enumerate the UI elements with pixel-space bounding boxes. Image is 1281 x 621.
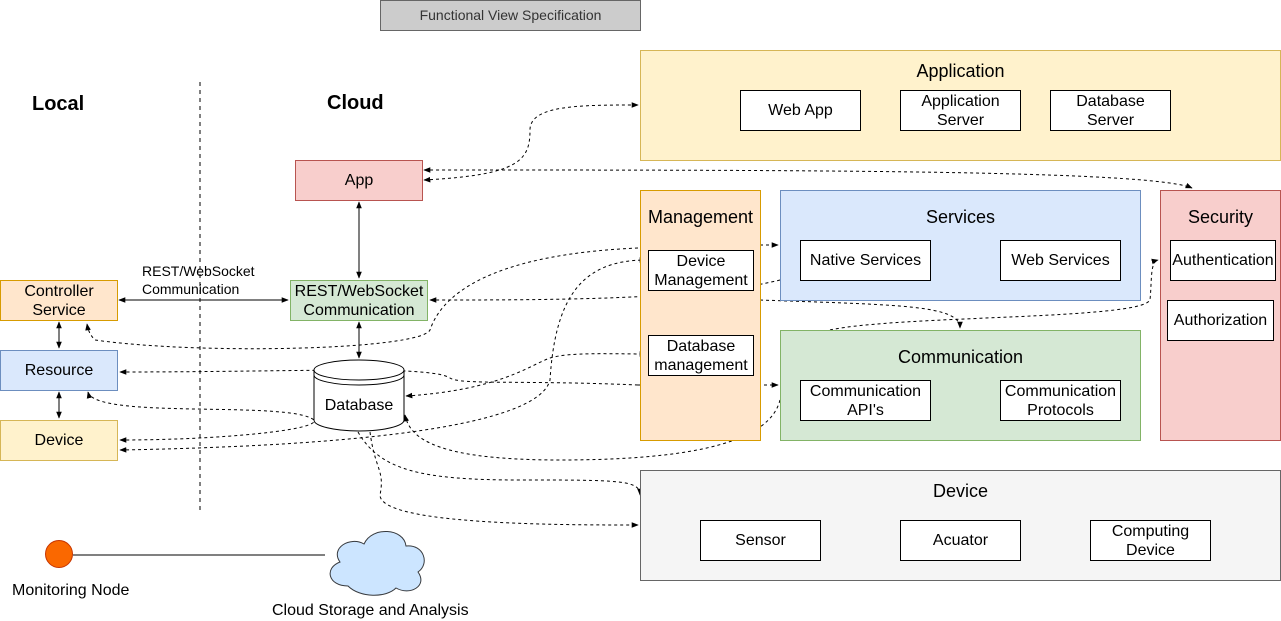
cloud-storage-label: Cloud Storage and Analysis <box>272 602 469 619</box>
native-services-box[interactable]: Native Services <box>800 240 931 281</box>
communication-apis-label: Communication API's <box>809 382 922 419</box>
application-title: Application <box>916 61 1005 81</box>
sensor-label: Sensor <box>735 532 786 549</box>
resource-label: Resource <box>24 362 94 379</box>
rest-ws-label: REST/WebSocket Communication <box>294 282 424 319</box>
acuator-box[interactable]: Acuator <box>900 520 1021 561</box>
application-server-box[interactable]: Application Server <box>900 90 1021 131</box>
authorization-box[interactable]: Authorization <box>1167 300 1274 341</box>
database-management-label: Database management <box>654 337 748 374</box>
communication-protocols-label: Communication Protocols <box>1004 382 1117 419</box>
spec-title-text: Functional View Specification <box>419 7 602 23</box>
acuator-label: Acuator <box>932 532 989 549</box>
authentication-label: Authentication <box>1172 252 1274 269</box>
communication-protocols-box[interactable]: Communication Protocols <box>1000 380 1121 421</box>
management-title: Management <box>647 207 754 227</box>
web-services-label: Web Services <box>1011 252 1110 269</box>
device-panel-title: Device <box>932 481 989 501</box>
device-management-label: Device Management <box>654 252 748 289</box>
computing-device-label: Computing Device <box>1111 522 1190 559</box>
device-management-box[interactable]: Device Management <box>648 250 754 291</box>
spec-title: Functional View Specification <box>380 0 641 31</box>
resource-device-dashed-link <box>86 391 315 443</box>
database-server-label: Database Server <box>1076 92 1145 129</box>
controller-service-node[interactable]: Controller Service <box>0 280 118 321</box>
monitoring-node-label: Monitoring Node <box>12 582 130 599</box>
authorization-label: Authorization <box>1173 312 1268 329</box>
web-app-label: Web App <box>768 102 833 119</box>
cloud-storage-icon[interactable] <box>320 524 430 598</box>
app-application-link <box>423 102 639 183</box>
communication-title: Communication <box>897 347 1024 367</box>
services-title: Services <box>925 207 996 227</box>
database-server-box[interactable]: Database Server <box>1050 90 1171 131</box>
database-management-box[interactable]: Database management <box>648 335 754 376</box>
rest-ws-link-text: REST/WebSocket Communication <box>142 263 255 297</box>
computing-device-box[interactable]: Computing Device <box>1090 520 1211 561</box>
sensor-box[interactable]: Sensor <box>700 520 821 561</box>
authentication-box[interactable]: Authentication <box>1170 240 1276 281</box>
monitoring-node-icon[interactable] <box>45 540 73 568</box>
application-server-label: Application Server <box>921 92 1000 129</box>
resource-node[interactable]: Resource <box>0 350 118 391</box>
app-label: App <box>344 172 374 189</box>
rest-ws-node[interactable]: REST/WebSocket Communication <box>290 280 428 321</box>
database-management-link <box>405 351 647 399</box>
web-app-box[interactable]: Web App <box>740 90 861 131</box>
database-sensor-link <box>369 431 639 528</box>
database-label: Database <box>324 397 394 414</box>
communication-apis-box[interactable]: Communication API's <box>800 380 931 421</box>
management-panel: Management <box>640 190 761 441</box>
database-device-panel-link <box>357 431 643 496</box>
controller-service-label: Controller Service <box>24 282 94 319</box>
rest-ws-link-label: REST/WebSocket Communication <box>142 262 272 298</box>
device-management-link <box>119 257 647 453</box>
management-communication-link <box>759 299 963 329</box>
communication-security-link <box>829 258 1159 331</box>
native-services-label: Native Services <box>809 252 922 269</box>
app-security-link <box>423 167 1193 189</box>
database-icon[interactable] <box>312 358 406 434</box>
local-heading: Local <box>32 93 85 115</box>
device-node[interactable]: Device <box>0 420 118 461</box>
app-node[interactable]: App <box>295 160 423 201</box>
security-title: Security <box>1187 207 1254 227</box>
cloud-heading: Cloud <box>327 92 384 114</box>
web-services-box[interactable]: Web Services <box>1000 240 1121 281</box>
device-label: Device <box>34 432 84 449</box>
